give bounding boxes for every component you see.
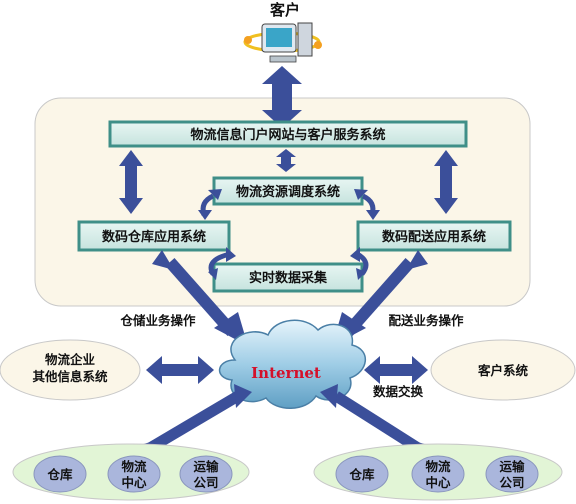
- partner-node-ellipse: [33, 455, 87, 493]
- partner-node-ellipse: [485, 455, 539, 493]
- other-systems-line2: 其他信息系统: [32, 369, 108, 384]
- partner-node-ellipse: [335, 455, 389, 493]
- client-label: 客户: [269, 1, 300, 19]
- client-system-internet-arrow: [364, 356, 428, 384]
- realtime-data-box[interactable]: 实时数据采集: [212, 262, 364, 293]
- partner-node-label: 中心: [425, 475, 451, 490]
- left-group-node[interactable]: 仓库: [33, 455, 87, 493]
- portal-warehouse-arrow: [119, 150, 143, 214]
- client-portal-arrow: [262, 66, 302, 128]
- warehouse-app-box[interactable]: 数码仓库应用系统: [77, 220, 231, 252]
- right-group-node[interactable]: 仓库: [335, 455, 389, 493]
- partner-node-label: 中心: [121, 475, 147, 490]
- delivery-app-label: 数码配送应用系统: [382, 229, 486, 245]
- partner-node-label: 物流: [121, 459, 147, 474]
- partner-node-label: 仓库: [348, 467, 375, 482]
- partner-node-label: 仓库: [46, 467, 73, 482]
- portal-delivery-arrow: [434, 150, 458, 214]
- scheduling-system-label: 物流资源调度系统: [236, 184, 340, 200]
- partner-node-ellipse: [411, 455, 465, 493]
- client-computer-icon: [243, 22, 322, 63]
- warehouse-app-label: 数码仓库应用系统: [102, 229, 206, 245]
- portal-scheduling-arrow: [276, 149, 296, 172]
- client-system-label: 客户系统: [477, 363, 529, 378]
- client-system[interactable]: 客户系统: [430, 339, 576, 401]
- portal-system-box[interactable]: 物流信息门户网站与客户服务系统: [108, 120, 468, 148]
- realtime-data-label: 实时数据采集: [249, 270, 328, 286]
- data-exchange-label: 数据交换: [372, 384, 424, 399]
- portal-system-label: 物流信息门户网站与客户服务系统: [190, 127, 385, 143]
- delivery-app-box[interactable]: 数码配送应用系统: [356, 220, 512, 252]
- partner-node-label: 物流: [425, 459, 451, 474]
- warehouse-ops-label: 仓储业务操作: [119, 313, 196, 328]
- partner-node-ellipse: [179, 455, 233, 493]
- partner-node-label: 运输: [193, 459, 219, 474]
- delivery-ops-label: 配送业务操作: [388, 313, 464, 328]
- partner-node-label: 运输: [499, 459, 525, 474]
- partner-node-label: 公司: [499, 475, 524, 490]
- other-info-systems[interactable]: 物流企业 其他信息系统: [0, 339, 141, 401]
- partner-node-ellipse: [107, 455, 161, 493]
- other-systems-line1: 物流企业: [45, 352, 96, 367]
- internet-label: Internet: [251, 364, 321, 382]
- scheduling-system-box[interactable]: 物流资源调度系统: [212, 176, 364, 206]
- partner-node-label: 公司: [193, 475, 218, 490]
- curved-arrow-heads: [198, 189, 380, 280]
- other-systems-internet-arrow: [146, 356, 214, 384]
